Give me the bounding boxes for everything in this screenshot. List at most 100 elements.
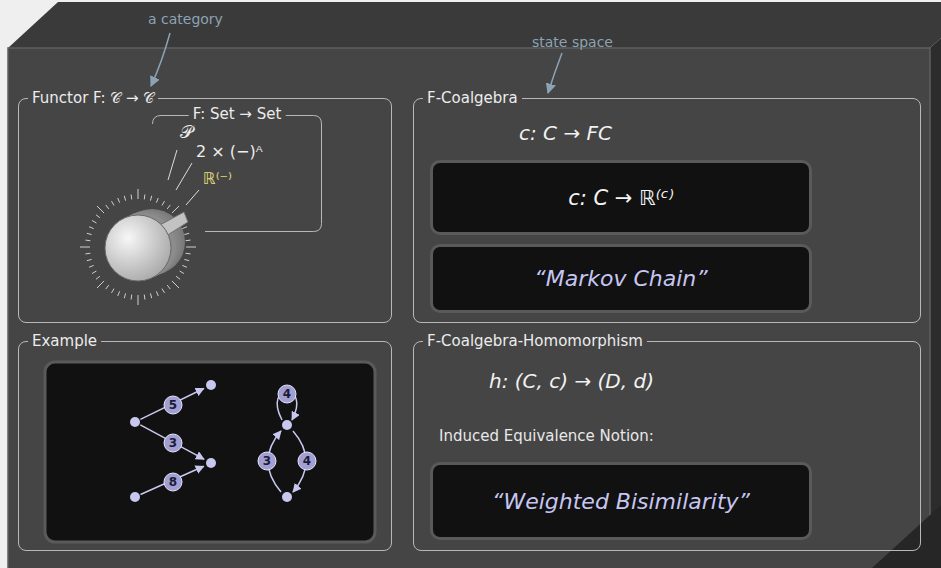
dial-tick bbox=[96, 215, 100, 218]
dial-tick bbox=[131, 194, 133, 199]
dial-tick bbox=[186, 253, 191, 255]
bracket-box: F: Set → Set bbox=[152, 115, 322, 232]
dial-tick bbox=[118, 291, 120, 296]
graph-edge bbox=[140, 425, 204, 459]
leader-line bbox=[186, 190, 199, 205]
weight-badge bbox=[164, 473, 182, 491]
box-shadow bbox=[872, 505, 941, 568]
weight-number: 4 bbox=[303, 455, 311, 467]
dial-tick bbox=[97, 281, 104, 288]
dial-tick bbox=[80, 247, 90, 248]
callout-label: a category bbox=[148, 11, 223, 27]
box-right-face bbox=[930, 38, 941, 568]
name-box: “Weighted Bisimilarity” bbox=[430, 462, 812, 540]
formula-text: c: C → FC bbox=[519, 121, 612, 145]
weight-badge bbox=[278, 385, 296, 403]
concept-name: “Markov Chain” bbox=[534, 266, 707, 291]
dial-tick bbox=[186, 247, 196, 248]
panel-heading: Example bbox=[28, 332, 101, 350]
dial-tick bbox=[118, 198, 120, 203]
weight-badge bbox=[164, 396, 182, 414]
dial-tick bbox=[138, 295, 139, 305]
formula-text: h: (C, c) → (D, d) bbox=[489, 369, 654, 393]
section-panel: F-Coalgebrac: C → FCc: C → ℝ⁽ᶜ⁾“Markov C… bbox=[413, 98, 921, 323]
dial-tick bbox=[150, 293, 151, 298]
dial-label: 2 × (−)ᴬ bbox=[196, 143, 263, 161]
dial-tick bbox=[182, 265, 187, 267]
panel-heading: F-Coalgebra-Homomorphism bbox=[423, 332, 647, 350]
dial-tick bbox=[92, 221, 96, 224]
knob-face bbox=[105, 215, 171, 281]
dial-tick bbox=[162, 289, 165, 293]
dial-tick bbox=[112, 289, 115, 293]
dial-tick bbox=[87, 233, 92, 234]
example-graph bbox=[140, 389, 306, 495]
dial-tick bbox=[92, 271, 96, 274]
dial-tick bbox=[167, 205, 170, 209]
section-panel: Functor F: 𝒞 → 𝒞F: Set → Set bbox=[18, 98, 392, 323]
leader-line bbox=[168, 150, 177, 180]
dial-tick bbox=[106, 285, 109, 289]
concept-name: “Weighted Bisimilarity” bbox=[492, 489, 750, 514]
weight-number: 5 bbox=[169, 399, 177, 411]
weight-number: 3 bbox=[169, 437, 177, 449]
dial-tick bbox=[112, 201, 115, 205]
callout-arrow bbox=[548, 53, 562, 93]
callout-arrow bbox=[151, 33, 170, 86]
dial-tick bbox=[96, 276, 100, 279]
name-box: “Markov Chain” bbox=[430, 244, 812, 313]
dial-tick bbox=[144, 194, 146, 199]
graph-dot bbox=[130, 492, 140, 502]
dial-tick bbox=[180, 271, 184, 274]
formula-text: c: C → ℝ⁽ᶜ⁾ bbox=[568, 186, 674, 210]
box-top-face bbox=[8, 2, 941, 48]
graph-edge bbox=[140, 389, 203, 420]
weight-badges bbox=[164, 385, 316, 491]
graph-edge bbox=[141, 466, 204, 494]
dial-tick bbox=[97, 206, 104, 213]
dial-tick bbox=[131, 295, 133, 300]
box-front-face bbox=[8, 48, 930, 568]
dial-tick bbox=[85, 240, 90, 242]
dial-tick bbox=[182, 227, 187, 229]
dial-ticks bbox=[80, 189, 196, 305]
dial-knob bbox=[80, 189, 196, 305]
section-panel: Example bbox=[18, 341, 392, 551]
dial-tick bbox=[89, 227, 94, 229]
graph-dot bbox=[130, 417, 140, 427]
dial-tick bbox=[144, 295, 146, 300]
graph-dots bbox=[130, 380, 292, 502]
dial-tick bbox=[150, 196, 151, 201]
dial-tick bbox=[172, 281, 179, 288]
panel-heading: F-Coalgebra bbox=[423, 89, 522, 107]
dial-tick bbox=[176, 276, 180, 279]
weight-badge bbox=[164, 434, 182, 452]
dial-tick bbox=[184, 233, 189, 234]
dial-tick bbox=[85, 253, 90, 255]
weight-number: 3 bbox=[263, 455, 271, 467]
dial-tick bbox=[162, 201, 165, 205]
dial-label: 𝒫 bbox=[180, 122, 193, 143]
dial-tick bbox=[124, 196, 125, 201]
note-text: Induced Equivalence Notion: bbox=[439, 427, 654, 445]
dial-tick bbox=[124, 293, 125, 298]
graph-dot bbox=[206, 380, 216, 390]
panel-heading: Functor F: 𝒞 → 𝒞 bbox=[28, 89, 158, 107]
dial-tick bbox=[186, 240, 191, 242]
dial-tick bbox=[89, 265, 94, 267]
graph-dot bbox=[282, 492, 292, 502]
dial-tick bbox=[156, 291, 158, 296]
example-box bbox=[45, 362, 375, 542]
bracket-line bbox=[153, 116, 322, 232]
dial-tick bbox=[156, 198, 158, 203]
dial-tick bbox=[184, 259, 189, 260]
graph-dot bbox=[282, 420, 292, 430]
dial-label: ℝ⁽⁻⁾ bbox=[203, 170, 232, 188]
callout-label: state space bbox=[532, 34, 613, 50]
weight-badge bbox=[298, 452, 316, 470]
box-heading: F: Set → Set bbox=[189, 105, 286, 123]
graph-dot bbox=[206, 458, 216, 468]
dial-tick bbox=[87, 259, 92, 260]
